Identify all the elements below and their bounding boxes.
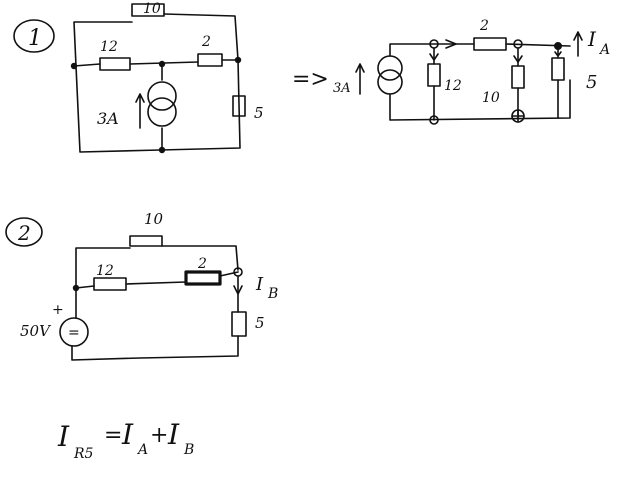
step-one-number: 1 (28, 26, 42, 51)
eq-current-sub: A (598, 42, 610, 58)
c2-current-label: I (255, 274, 264, 295)
eq-current-label: I (587, 27, 597, 51)
c1-left-resistor (99, 57, 131, 71)
equivalent-circuit: 3A 2 12 10 5 I A (333, 18, 610, 125)
eq-term-two-sub: B (183, 442, 194, 458)
circuit-one: 10 12 2 3A 5 (70, 1, 264, 154)
eq-term-one: I (121, 418, 134, 451)
c2-source-symbol: = (68, 325, 80, 341)
c1-right-resistor-label: 2 (201, 34, 211, 50)
c2-side-resistor-label: 5 (255, 314, 265, 332)
eq-term-two: I (167, 418, 180, 451)
eq-series-resistor (473, 37, 507, 51)
step-two-marker: 2 (5, 217, 43, 247)
c2-left-resistor (93, 277, 127, 291)
c1-top-resistor-label: 10 (143, 1, 161, 17)
c1-side-resistor (232, 95, 246, 117)
eq-resistor-b (511, 65, 525, 89)
eq-resistor-a (427, 63, 441, 87)
circuit-two: 10 12 2 5 I B = + 50V (20, 210, 278, 361)
eq-resistor-c (551, 57, 565, 81)
c2-mid-resistor-label: 2 (197, 256, 207, 272)
c1-top-resistor (131, 3, 165, 17)
c2-left-resistor-label: 12 (96, 263, 114, 279)
eq-resistor-b-label: 10 (482, 90, 500, 106)
c1-source-label: 3A (97, 109, 119, 128)
eq-current-source (355, 55, 403, 95)
eq-equals: = (104, 423, 122, 448)
eq-lhs: I (57, 420, 70, 453)
c2-source-plus: + (52, 302, 64, 318)
c2-voltage-source (59, 287, 89, 347)
c2-mid-resistor (184, 270, 222, 286)
step-two-number: 2 (17, 221, 31, 245)
implies-arrow: => (292, 67, 329, 92)
c1-side-resistor-label: 5 (254, 104, 264, 122)
c1-right-resistor (197, 53, 223, 67)
eq-plus: + (150, 423, 168, 448)
eq-series-resistor-label: 2 (479, 18, 489, 34)
c1-left-resistor-label: 12 (100, 39, 118, 55)
eq-term-one-sub: A (136, 442, 148, 458)
eq-source-label: 3A (333, 81, 351, 96)
c2-top-resistor-label: 10 (144, 210, 164, 228)
step-one-marker: 1 (13, 19, 55, 53)
c2-top-resistor (129, 235, 163, 247)
eq-lhs-sub: R5 (73, 446, 94, 462)
eq-resistor-c-label: 5 (586, 72, 597, 93)
c2-source-voltage: 50V (20, 322, 52, 340)
c2-side-resistor (231, 311, 247, 337)
c2-current-sub: B (267, 286, 278, 302)
c1-current-source (135, 63, 177, 151)
current-equation: I R5 = I A + I B (57, 418, 194, 462)
eq-resistor-a-label: 12 (444, 78, 462, 94)
